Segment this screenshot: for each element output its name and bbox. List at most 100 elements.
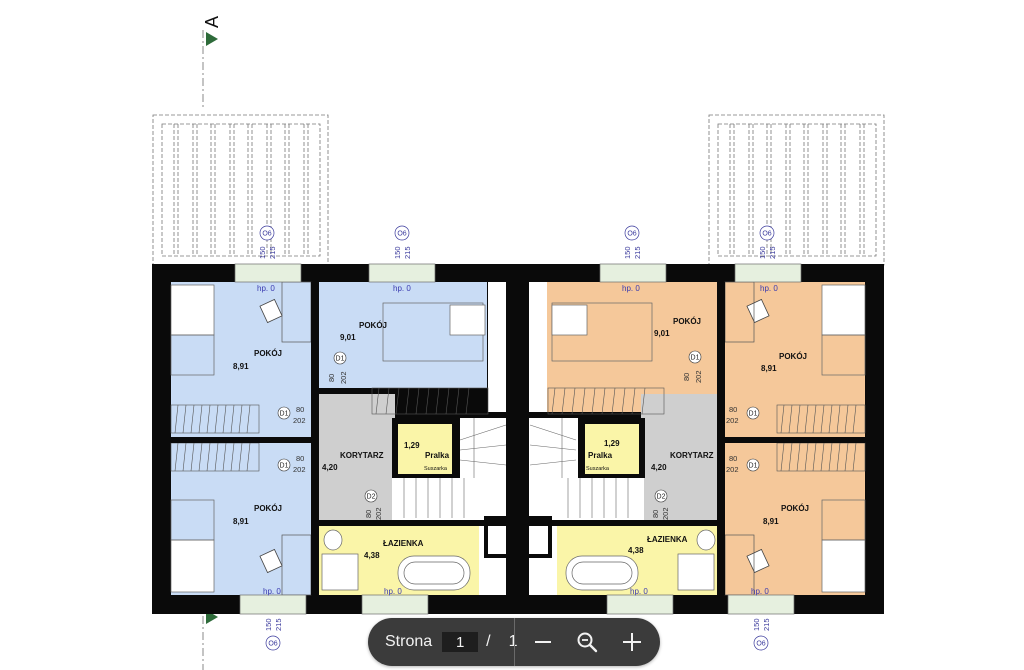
svg-text:KORYTARZ: KORYTARZ	[670, 451, 714, 460]
svg-text:150: 150	[752, 618, 761, 631]
zoom-controls	[515, 618, 660, 666]
svg-text:150: 150	[758, 246, 767, 259]
svg-text:80: 80	[296, 454, 304, 463]
svg-text:80: 80	[327, 374, 336, 382]
svg-text:1,29: 1,29	[404, 441, 420, 450]
room-labels-left: POKÓJ 8,91 POKÓJ 9,01 POKÓJ 8,91 KORYTAR…	[233, 321, 450, 560]
svg-text:215: 215	[768, 246, 777, 259]
svg-text:202: 202	[726, 465, 739, 474]
svg-text:D1: D1	[691, 355, 700, 362]
svg-text:POKÓJ: POKÓJ	[779, 352, 807, 361]
svg-text:215: 215	[274, 618, 283, 631]
svg-text:8,91: 8,91	[233, 362, 249, 371]
window-annotations-top: O6 150 215 O6 150 215 O6 150 215 O6 150 …	[258, 225, 777, 259]
svg-text:8,91: 8,91	[763, 517, 779, 526]
svg-text:150: 150	[393, 246, 402, 259]
room-pralka-left	[398, 424, 452, 474]
svg-text:hp. 0: hp. 0	[263, 587, 281, 596]
svg-text:KORYTARZ: KORYTARZ	[340, 451, 384, 460]
svg-text:POKÓJ: POKÓJ	[673, 317, 701, 326]
room-pralka-right	[585, 424, 639, 474]
page-number-input[interactable]	[442, 632, 479, 652]
svg-text:202: 202	[293, 416, 306, 425]
section-letter-top: A	[202, 16, 222, 28]
bathroom-fixtures	[321, 529, 716, 591]
svg-text:215: 215	[633, 246, 642, 259]
stair-treads	[403, 418, 629, 518]
svg-text:D2: D2	[367, 494, 376, 501]
svg-text:O6: O6	[268, 641, 277, 648]
svg-text:POKÓJ: POKÓJ	[254, 504, 282, 513]
svg-text:80: 80	[651, 510, 660, 518]
page-label: Strona	[385, 633, 433, 650]
svg-text:O6: O6	[397, 231, 406, 238]
svg-text:9,01: 9,01	[654, 329, 670, 338]
svg-text:202: 202	[293, 465, 306, 474]
svg-text:1,29: 1,29	[604, 439, 620, 448]
page-navigation: Strona / 1	[368, 618, 518, 666]
toolbar-divider	[514, 618, 515, 666]
interior-walls	[171, 282, 865, 595]
stairs-right-run	[528, 478, 644, 520]
svg-text:Suszarka: Suszarka	[586, 466, 610, 472]
zoom-reset-button[interactable]	[572, 627, 602, 657]
svg-text:202: 202	[374, 507, 383, 520]
svg-text:150: 150	[623, 246, 632, 259]
svg-text:D1: D1	[280, 411, 289, 418]
svg-text:150: 150	[258, 246, 267, 259]
pergola-left	[152, 114, 329, 266]
svg-text:O6: O6	[262, 231, 271, 238]
svg-text:215: 215	[762, 618, 771, 631]
svg-text:4,38: 4,38	[364, 551, 380, 560]
svg-text:4,38: 4,38	[628, 546, 644, 555]
svg-text:202: 202	[726, 416, 739, 425]
svg-text:9,01: 9,01	[340, 333, 356, 342]
svg-text:hp. 0: hp. 0	[630, 587, 648, 596]
pergola-right	[708, 114, 885, 266]
total-pages: 1	[509, 633, 518, 651]
svg-text:215: 215	[403, 246, 412, 259]
svg-text:202: 202	[339, 371, 348, 384]
svg-text:D1: D1	[336, 356, 345, 363]
svg-text:D2: D2	[657, 494, 666, 501]
magnifier-minus-icon	[577, 632, 598, 653]
svg-text:hp. 0: hp. 0	[751, 587, 769, 596]
svg-text:8,91: 8,91	[233, 517, 249, 526]
window-annotations-bottom: O6 150 215 O6 150 215	[264, 618, 771, 651]
svg-text:80: 80	[729, 405, 737, 414]
svg-text:80: 80	[682, 373, 691, 381]
svg-text:hp. 0: hp. 0	[760, 284, 778, 293]
section-arrow-icon	[206, 32, 218, 46]
svg-text:hp. 0: hp. 0	[393, 284, 411, 293]
svg-text:Suszarka: Suszarka	[424, 466, 448, 472]
svg-text:D1: D1	[749, 411, 758, 418]
svg-text:ŁAZIENKA: ŁAZIENKA	[383, 539, 424, 548]
svg-text:O6: O6	[627, 231, 636, 238]
svg-text:80: 80	[296, 405, 304, 414]
svg-text:D1: D1	[280, 463, 289, 470]
zoom-in-button[interactable]	[617, 627, 647, 657]
svg-text:D1: D1	[749, 463, 758, 470]
svg-text:hp. 0: hp. 0	[384, 587, 402, 596]
sill-height-labels: hp. 0 hp. 0 hp. 0 hp. 0 hp. 0 hp. 0 hp. …	[257, 284, 778, 596]
svg-text:POKÓJ: POKÓJ	[254, 349, 282, 358]
svg-text:Pralka: Pralka	[425, 451, 450, 460]
svg-text:8,91: 8,91	[761, 364, 777, 373]
svg-text:hp. 0: hp. 0	[622, 284, 640, 293]
pdf-pager-toolbar: Strona / 1	[368, 618, 660, 666]
stairs-left-run	[392, 478, 508, 520]
svg-text:O6: O6	[756, 641, 765, 648]
zoom-out-button[interactable]	[528, 627, 558, 657]
plus-icon	[622, 633, 641, 651]
minus-icon	[535, 641, 552, 643]
svg-text:80: 80	[364, 510, 373, 518]
room-pokoj-right-center	[547, 282, 717, 412]
svg-text:POKÓJ: POKÓJ	[359, 321, 387, 330]
chairs	[259, 298, 770, 574]
page-separator: /	[486, 633, 491, 650]
svg-text:POKÓJ: POKÓJ	[781, 504, 809, 513]
section-marker-top: A	[202, 16, 222, 110]
room-korytarz-right	[641, 394, 717, 520]
svg-text:150: 150	[264, 618, 273, 631]
svg-text:ŁAZIENKA: ŁAZIENKA	[647, 535, 688, 544]
